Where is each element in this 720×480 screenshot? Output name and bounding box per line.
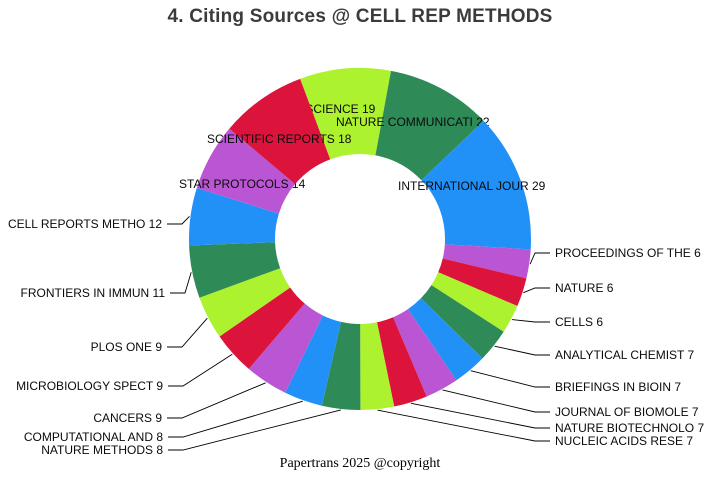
leader-line — [170, 272, 192, 294]
pie-slice-international-jour — [421, 120, 532, 250]
leader-line — [167, 317, 208, 348]
leader-line — [529, 252, 550, 265]
leader-line — [410, 402, 550, 429]
leader-line — [523, 287, 550, 294]
pie-slice-scientific-reports — [229, 78, 331, 185]
slice-label: CELLS 6 — [555, 315, 603, 329]
pie-slice-nature-communicati — [375, 70, 484, 181]
leader-line — [494, 345, 550, 356]
slice-label: NUCLEIC ACIDS RESE 7 — [555, 434, 693, 448]
slice-label: ANALYTICAL CHEMIST 7 — [555, 348, 694, 362]
slice-label: NATURE BIOTECHNOLO 7 — [555, 421, 704, 435]
pie-slice-plos-one — [199, 268, 291, 337]
pie-slice-nature-methods — [321, 321, 361, 411]
leader-line — [470, 370, 550, 388]
pie-slice-proceedings-of-the — [442, 244, 531, 279]
slice-label: NATURE COMMUNICATI 22 — [336, 115, 490, 129]
slice-label: STAR PROTOCOLS 14 — [179, 177, 306, 191]
slice-label: MICROBIOLOGY SPECT 9 — [16, 379, 163, 393]
pie-slice-nucleic-acids-rese — [360, 322, 395, 410]
pie-slice-cells — [431, 272, 518, 332]
pie-slice-nature-biotechnolo — [377, 317, 427, 407]
pie-slice-nature — [438, 258, 527, 307]
slice-label: PLOS ONE 9 — [91, 340, 163, 354]
pie-slice-star-protocols — [196, 128, 296, 214]
slice-label: PROCEEDINGS OF THE 6 — [555, 246, 701, 260]
pie-slice-cell-reports-metho — [188, 187, 279, 246]
slice-label: ISCIENCE 19 — [302, 102, 376, 116]
slice-label: SCIENTIFIC REPORTS 18 — [207, 132, 352, 146]
leader-line — [377, 409, 550, 442]
slice-label: INTERNATIONAL JOUR 29 — [398, 179, 546, 193]
leader-line — [167, 382, 266, 419]
chart-footer: Papertrans 2025 @copyright — [279, 456, 441, 471]
slice-label: CANCERS 9 — [93, 411, 162, 425]
slice-label: JOURNAL OF BIOMOLE 7 — [555, 405, 699, 419]
chart-title: 4. Citing Sources @ CELL REP METHODS — [167, 6, 553, 27]
slice-label: NATURE 6 — [555, 281, 614, 295]
leader-line — [168, 400, 303, 438]
slice-label: BRIEFINGS IN BIOIN 7 — [555, 380, 681, 394]
pie-slice-computational-and — [285, 315, 342, 406]
pie-slice-cancers — [248, 303, 323, 393]
leader-line — [442, 389, 550, 413]
slice-label: CELL REPORTS METHO 12 — [8, 217, 162, 231]
leader-line — [168, 409, 342, 451]
pie-slice-briefings-in-bioin — [407, 298, 483, 381]
pie-slice-microbiology-spect — [219, 287, 305, 369]
slice-label: NATURE METHODS 8 — [41, 443, 163, 457]
pie-slice-iscience — [300, 68, 392, 160]
pie-slice-journal-of-biomole — [393, 309, 457, 397]
pie-slice-analytical-chemist — [420, 285, 504, 359]
leader-line — [167, 215, 190, 225]
leader-line — [511, 319, 550, 323]
leader-line — [168, 353, 233, 387]
slice-label: COMPUTATIONAL AND 8 — [24, 430, 163, 444]
slice-label: FRONTIERS IN IMMUN 11 — [21, 286, 166, 300]
pie-slice-frontiers-in-immun — [189, 242, 281, 298]
